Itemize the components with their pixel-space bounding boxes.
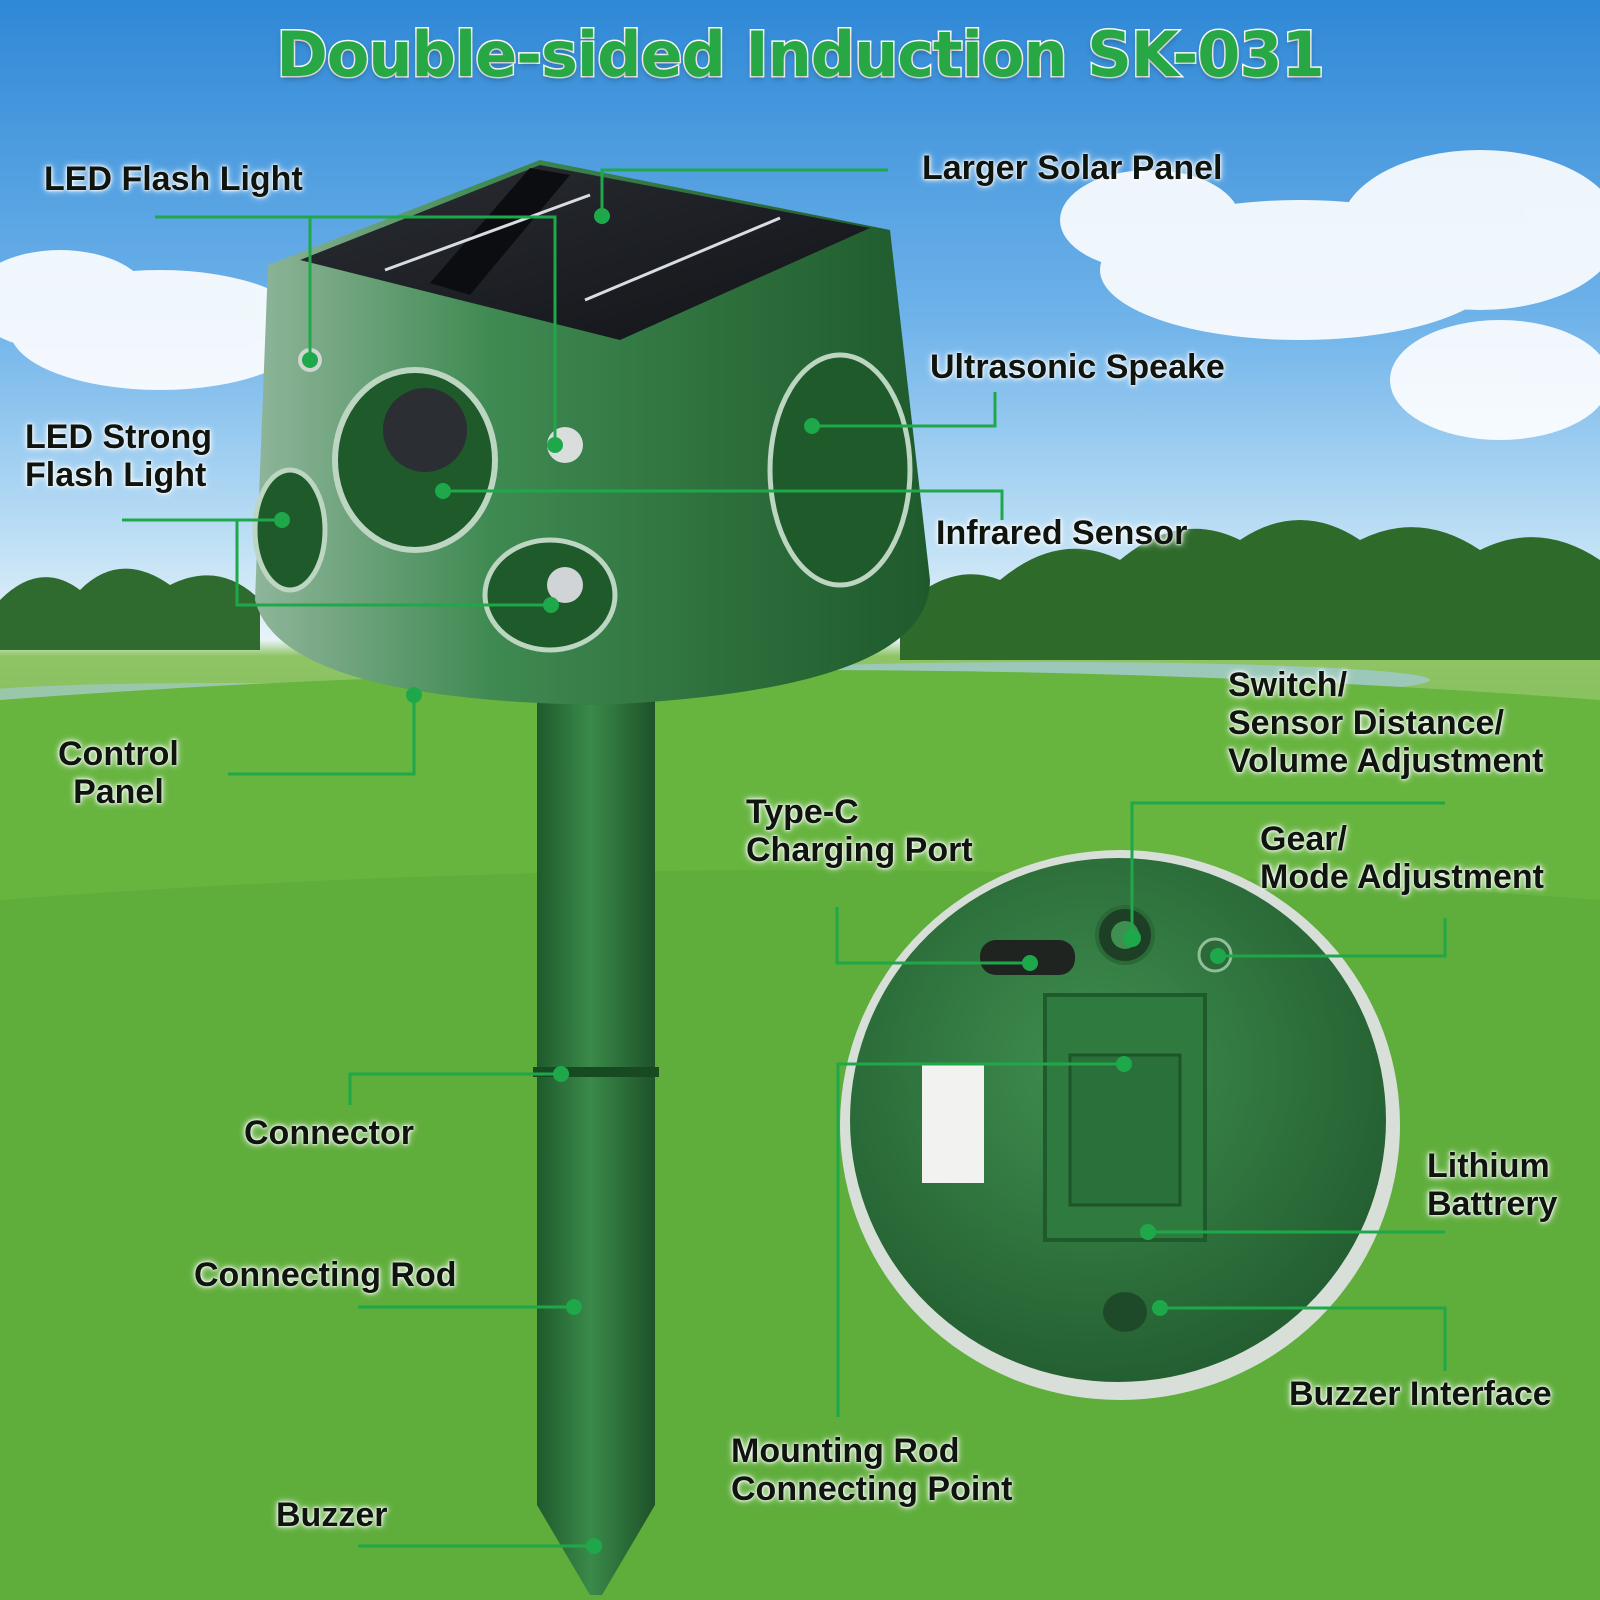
label-larger-solar-panel: Larger Solar Panel [922,149,1223,187]
label-line: Battrery [1427,1185,1558,1223]
label-line: Charging Port [746,831,973,869]
label-connector: Connector [244,1114,414,1152]
label-line: Lithium [1427,1147,1550,1185]
label-line: Switch/ [1228,666,1348,704]
label-line: Connecting Point [731,1470,1013,1508]
stake-rod [533,690,659,1595]
label-gear-mode: Gear/ Mode Adjustment [1260,820,1544,896]
label-buzzer-interface: Buzzer Interface [1289,1375,1552,1413]
label-line: Sensor Distance/ [1228,704,1504,742]
label-line: Mounting Rod [731,1432,960,1470]
bottom-disc [840,850,1400,1400]
label-line: Mode Adjustment [1260,858,1544,896]
label-line: Gear/ [1260,820,1347,858]
label-led-strong-flash-light: LED Strong Flash Light [25,418,212,494]
leader-dots [274,208,1226,1554]
label-line: Control [58,735,179,773]
label-line: LED Strong [25,418,212,456]
label-line: Type-C [746,793,859,831]
label-line: Volume Adjustment [1228,742,1544,780]
clouds [0,150,1600,440]
label-infrared-sensor: Infrared Sensor [936,514,1188,552]
label-line: Panel [73,773,164,811]
label-led-flash-light: LED Flash Light [44,160,303,198]
label-connecting-rod: Connecting Rod [194,1256,457,1294]
label-control-panel: Control Panel [58,735,179,811]
label-lithium-battery: Lithium Battrery [1427,1147,1557,1223]
page-title: Double-sided Induction SK-031 [275,17,1326,93]
leader-lines [122,168,1447,1548]
label-type-c-port: Type-C Charging Port [746,793,973,869]
label-mounting-rod-point: Mounting Rod Connecting Point [731,1432,1012,1508]
label-ultrasonic-speaker: Ultrasonic Speake [930,348,1225,386]
repeller-head [252,160,930,705]
label-line: Flash Light [25,456,207,494]
tree-line [0,520,1600,660]
label-switch-adjustment: Switch/ Sensor Distance/ Volume Adjustme… [1228,666,1543,780]
label-buzzer: Buzzer [276,1496,388,1534]
